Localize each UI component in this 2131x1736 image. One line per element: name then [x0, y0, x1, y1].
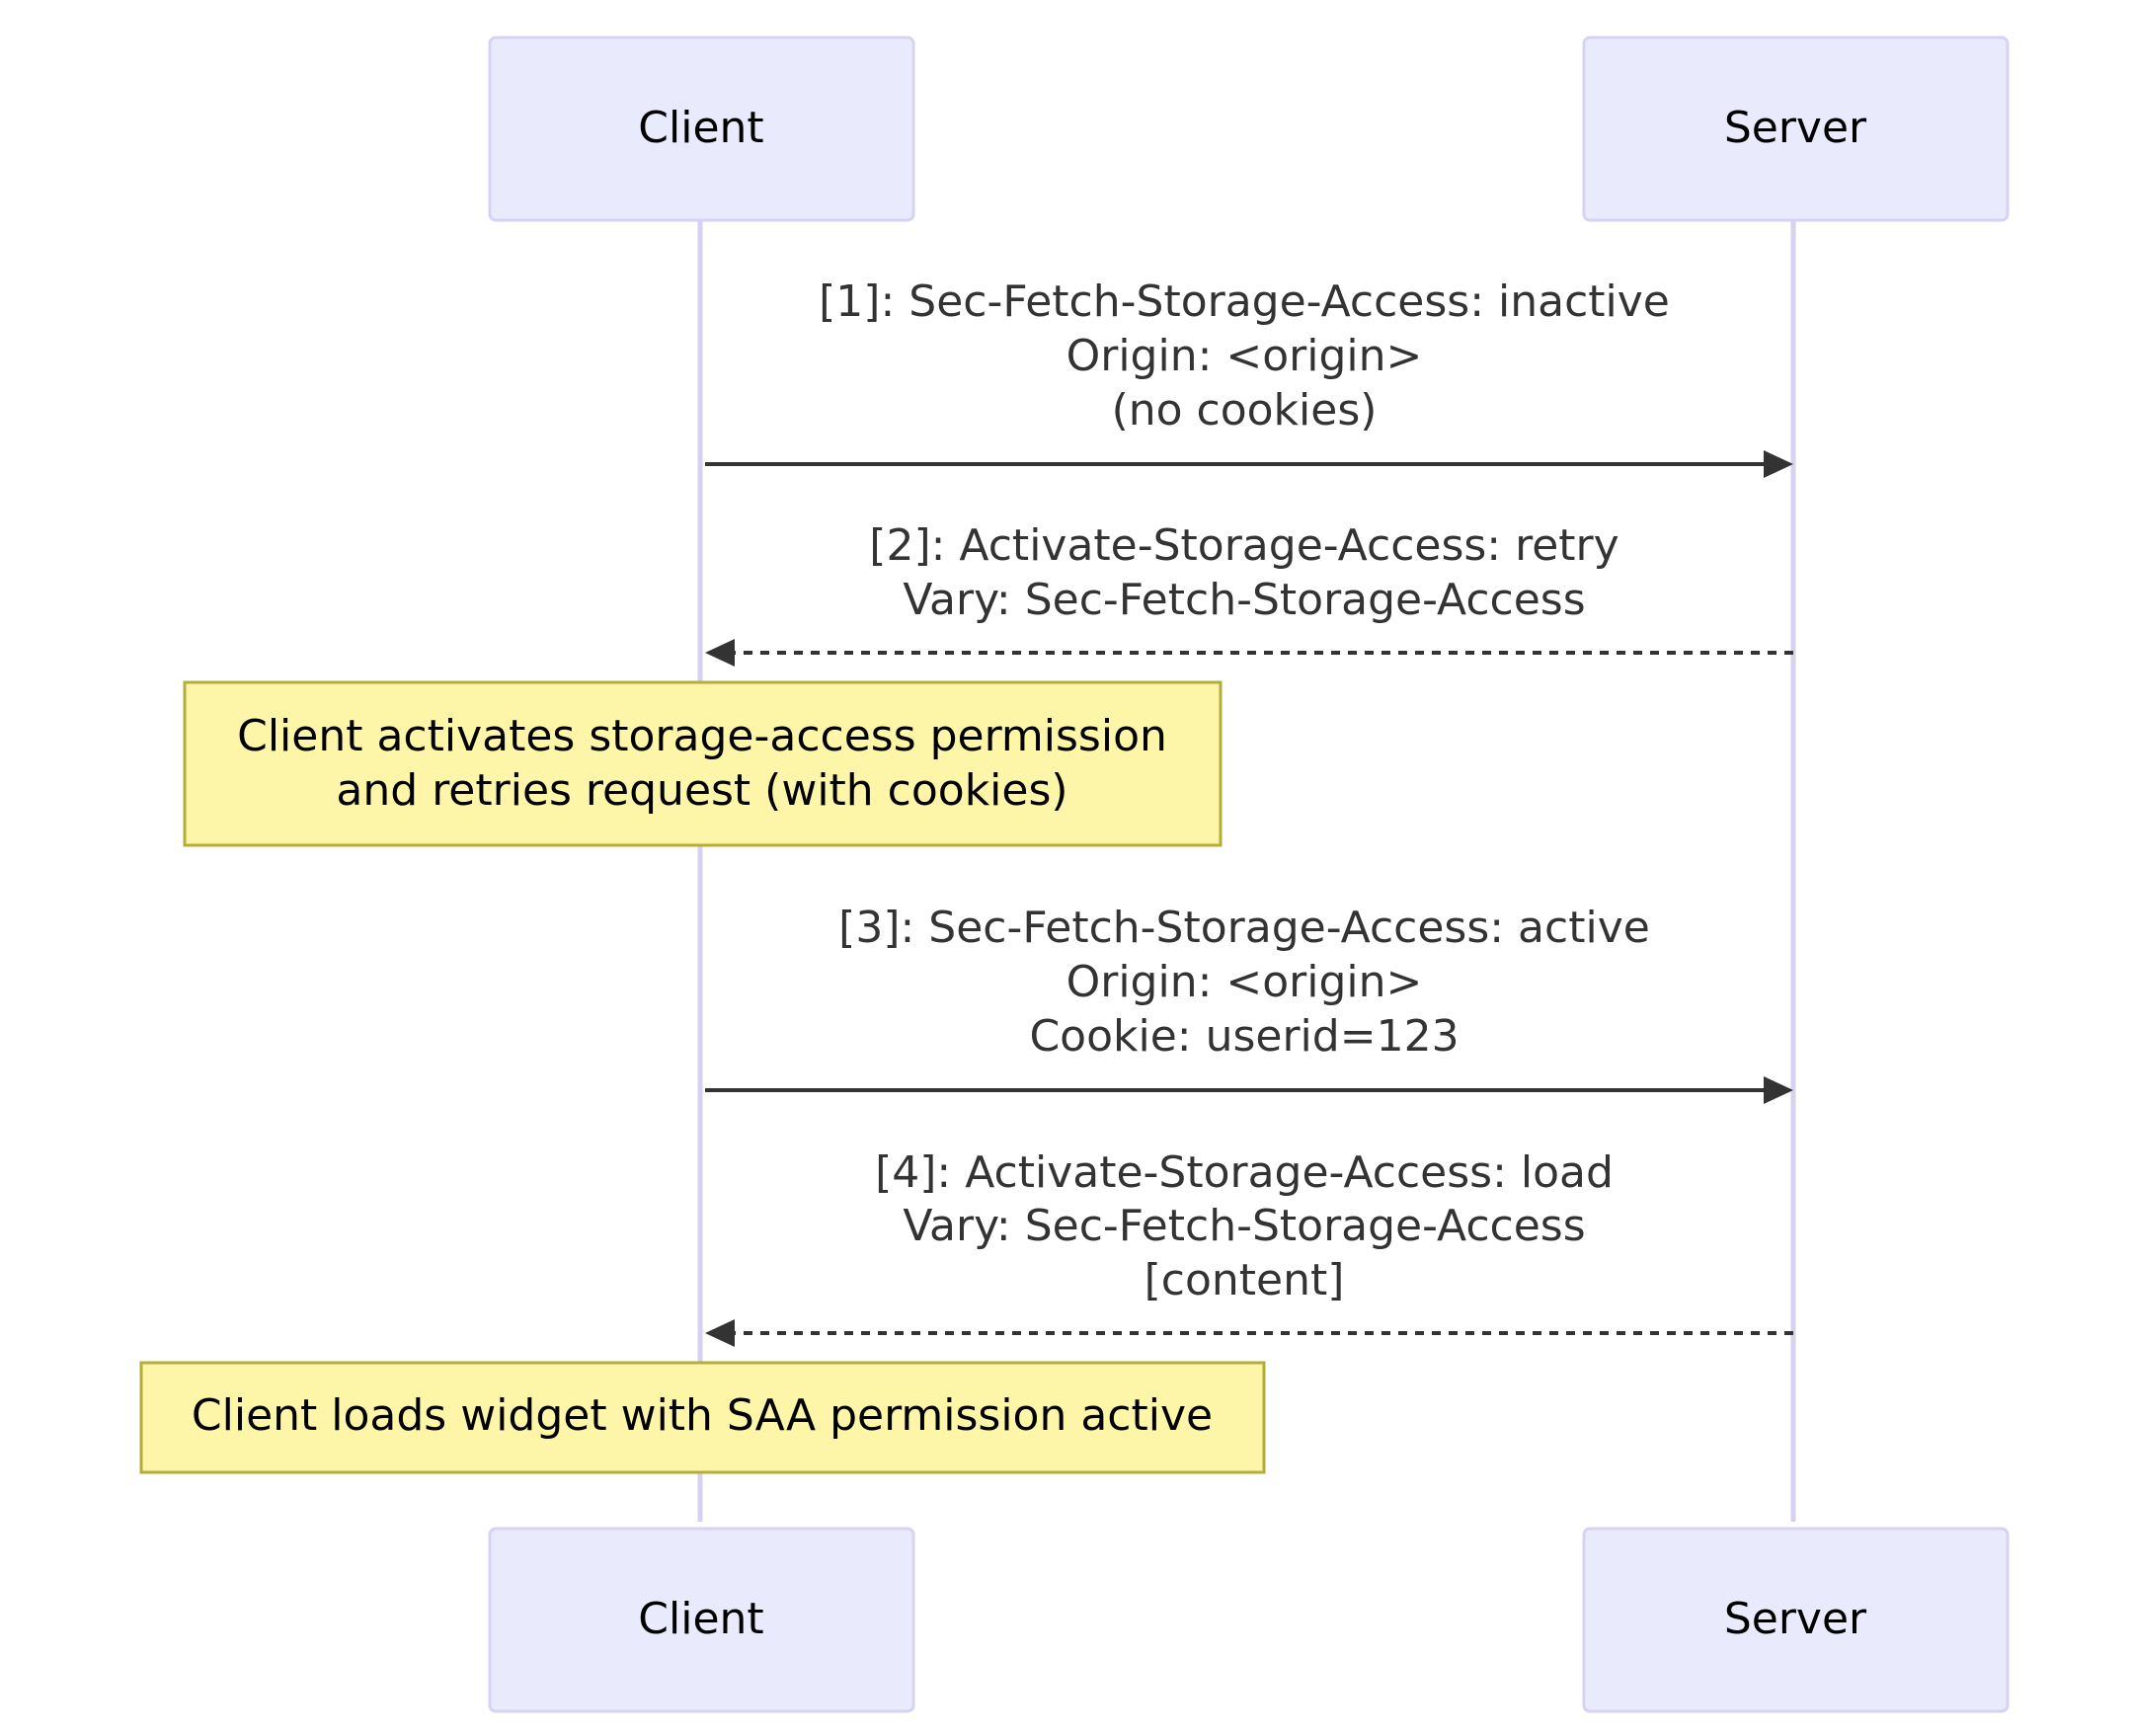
message-4-arrowhead: [705, 1319, 735, 1347]
message-4-line-2: Vary: Sec-Fetch-Storage-Access: [903, 1201, 1585, 1251]
message-3-line-3: Cookie: userid=123: [1029, 1011, 1459, 1062]
message-1: [1]: Sec-Fetch-Storage-Access: inactive …: [705, 276, 1793, 478]
client-actor-bottom-label: Client: [638, 1594, 763, 1644]
server-actor-top: Server: [1582, 36, 2010, 222]
message-3: [3]: Sec-Fetch-Storage-Access: active Or…: [705, 903, 1793, 1104]
note-1-line-2: and retries request (with cookies): [336, 765, 1067, 816]
client-actor-bottom: Client: [488, 1527, 915, 1713]
client-actor-top: Client: [488, 36, 915, 222]
message-1-line-2: Origin: <origin>: [1066, 331, 1423, 381]
note-1: Client activates storage-access permissi…: [183, 680, 1223, 847]
message-3-line-1: [3]: Sec-Fetch-Storage-Access: active: [838, 903, 1650, 953]
message-4-line-1: [4]: Activate-Storage-Access: load: [875, 1147, 1614, 1198]
message-1-arrowhead: [1764, 450, 1793, 478]
server-actor-top-label: Server: [1724, 103, 1867, 153]
server-actor-bottom: Server: [1582, 1527, 2010, 1713]
note-2-line-1: Client loads widget with SAA permission …: [192, 1390, 1213, 1441]
note-1-line-1: Client activates storage-access permissi…: [237, 711, 1167, 761]
message-2-arrowhead: [705, 639, 735, 667]
message-4: [4]: Activate-Storage-Access: load Vary:…: [705, 1147, 1793, 1347]
client-actor-top-label: Client: [638, 103, 763, 153]
message-2-line-1: [2]: Activate-Storage-Access: retry: [869, 520, 1618, 571]
message-1-line-3: (no cookies): [1112, 385, 1378, 435]
message-3-arrowhead: [1764, 1076, 1793, 1104]
note-2: Client loads widget with SAA permission …: [139, 1361, 1266, 1474]
message-2: [2]: Activate-Storage-Access: retry Vary…: [705, 520, 1793, 667]
message-3-line-2: Origin: <origin>: [1066, 957, 1423, 1007]
message-1-line-1: [1]: Sec-Fetch-Storage-Access: inactive: [819, 276, 1670, 327]
message-2-line-2: Vary: Sec-Fetch-Storage-Access: [903, 575, 1585, 625]
message-4-line-3: [content]: [1144, 1255, 1345, 1305]
server-actor-bottom-label: Server: [1724, 1594, 1867, 1644]
